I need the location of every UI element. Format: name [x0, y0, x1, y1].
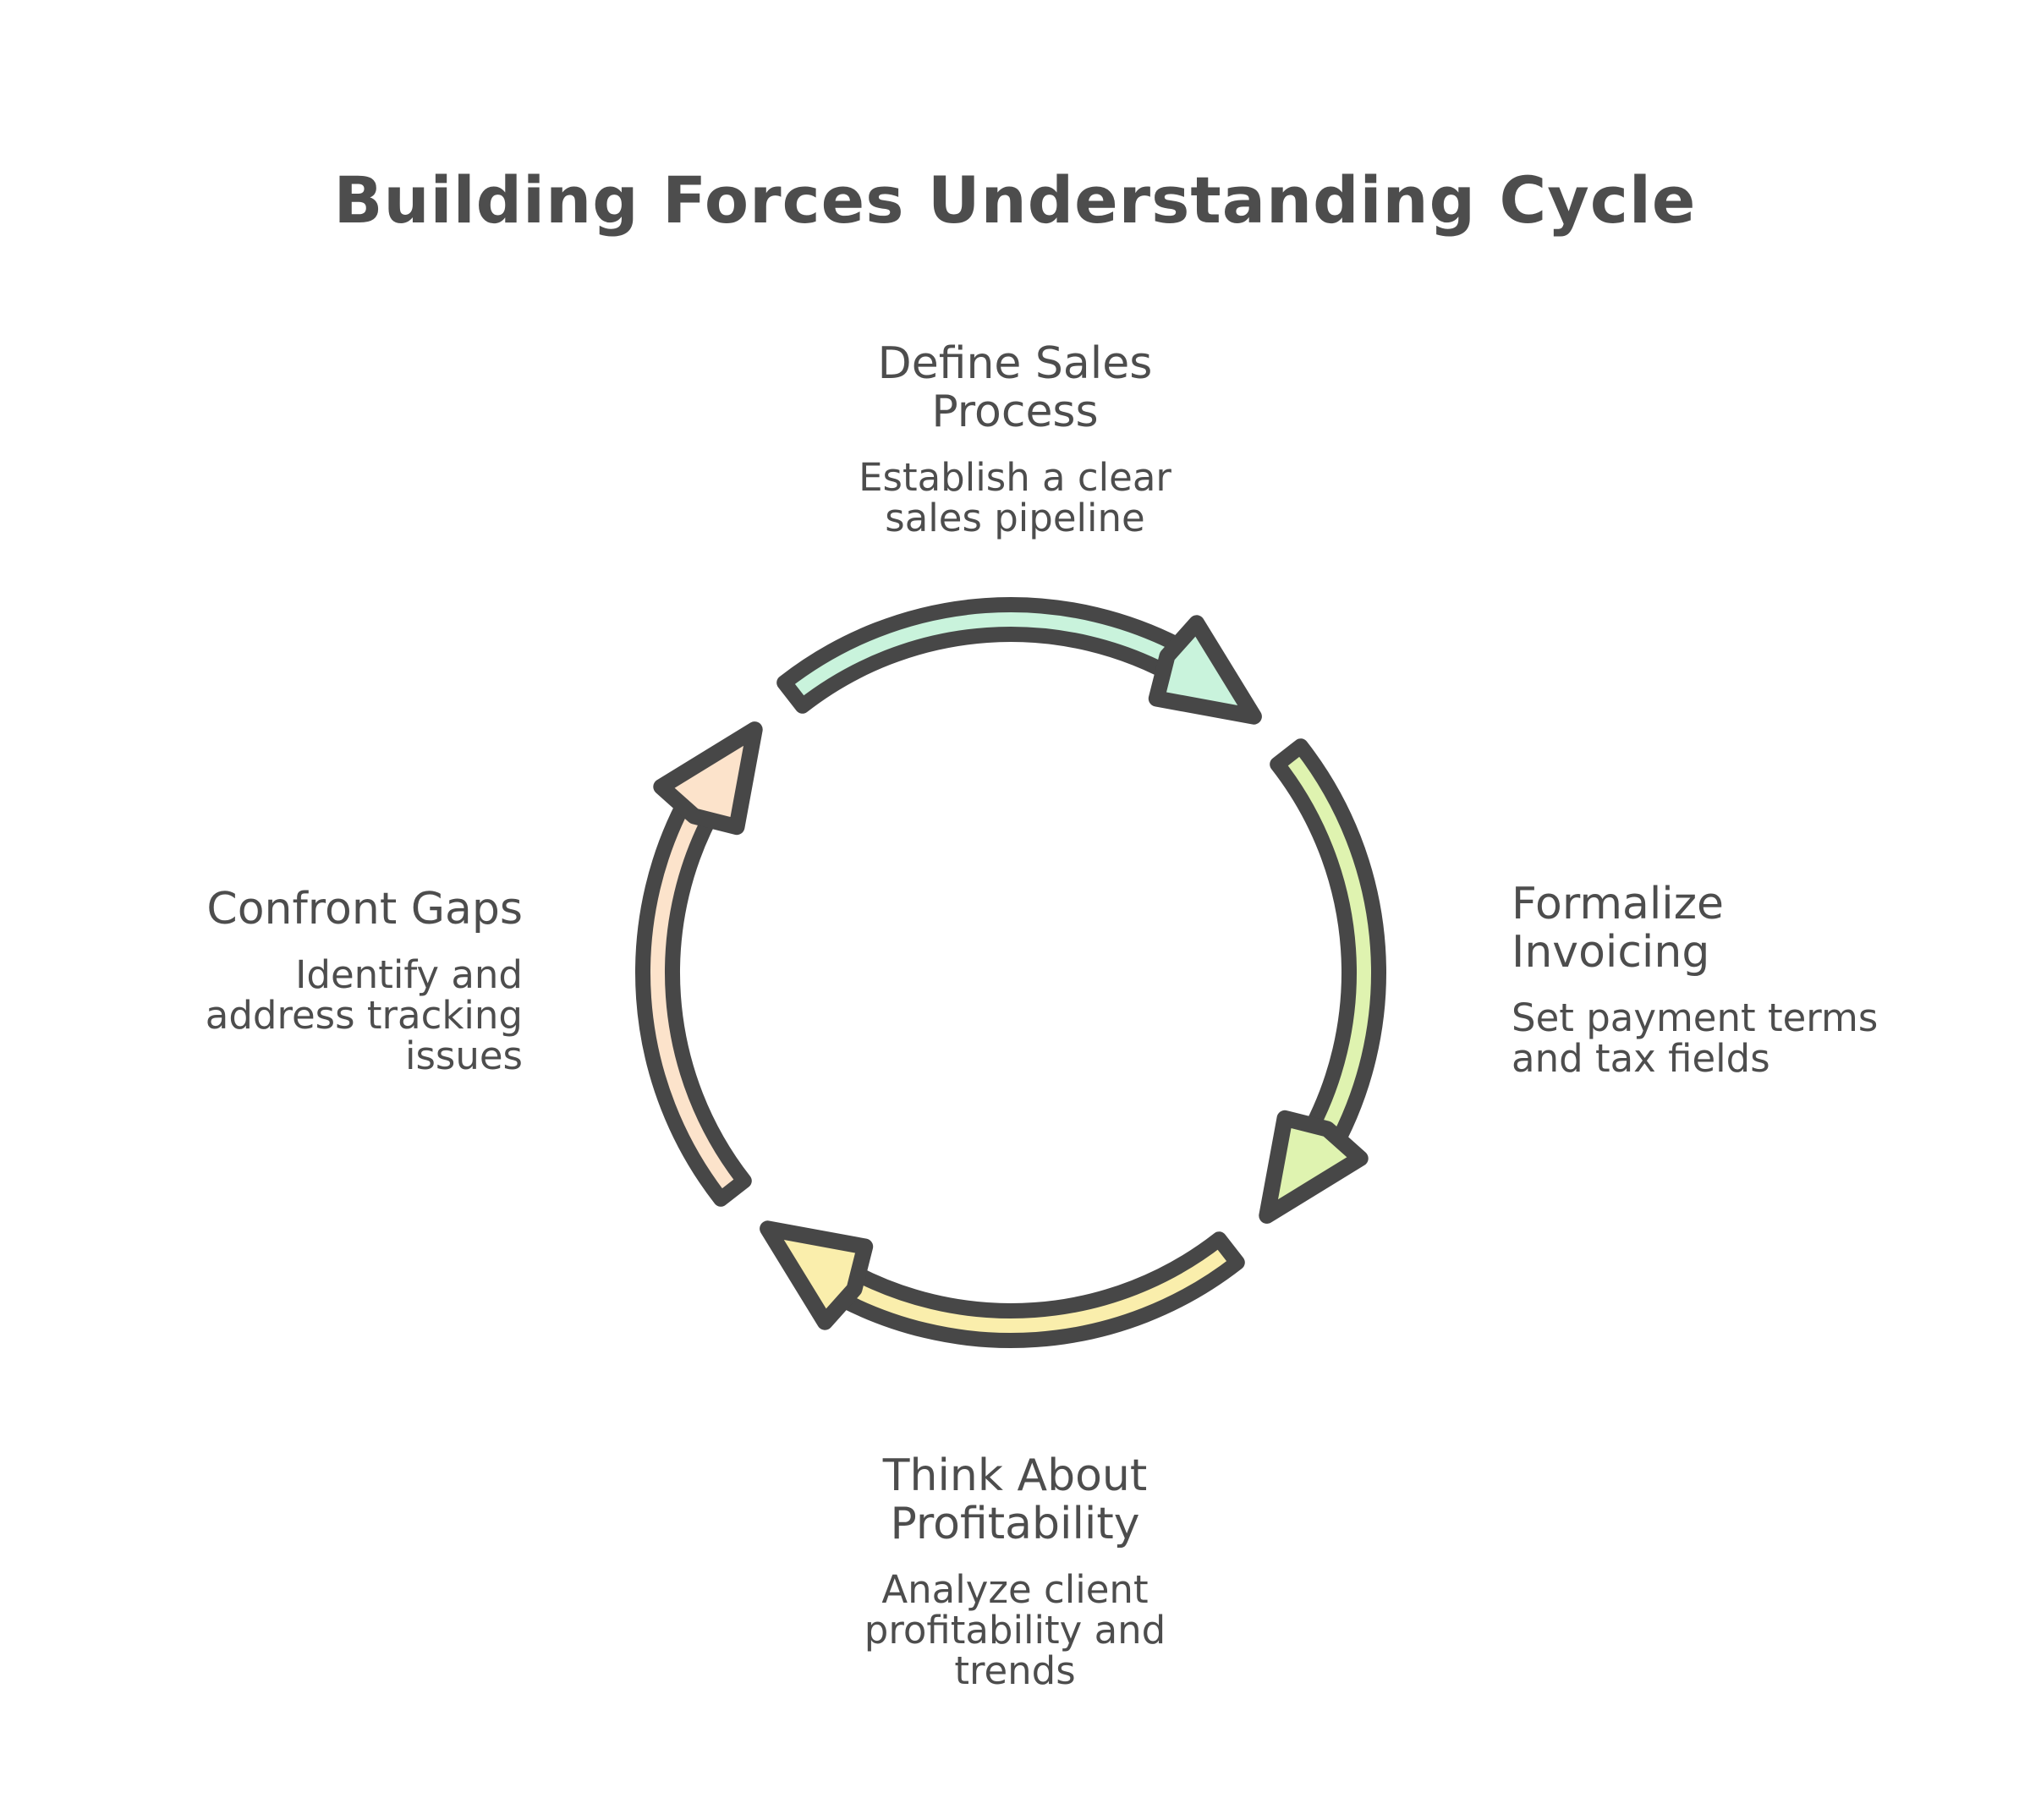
arc-right-arrowhead-icon [1259, 1110, 1369, 1224]
arc-bottom-arrowhead-icon [760, 1220, 874, 1330]
arc-bottom-band [819, 1231, 1245, 1348]
node-define-sales-process-subtitle: Establish a clear sales pipeline [859, 455, 1171, 540]
node-confront-gaps-subtitle: Identify and address tracking issues [205, 952, 523, 1078]
arc-left-band [635, 781, 752, 1207]
arc-top-arrowhead-icon [1148, 615, 1262, 725]
arc-left-arrowhead-icon [653, 721, 763, 836]
arc-top-band [776, 597, 1203, 714]
node-confront-gaps-title: Confront Gaps [206, 884, 523, 935]
node-formalize-invoicing-title: Formalize Invoicing [1512, 879, 1725, 978]
arrow-formalize-invoicing [1259, 738, 1386, 1224]
node-define-sales-process-title: Define Sales Process [877, 338, 1153, 437]
arrow-think-about-profitability [760, 1220, 1245, 1348]
arc-right-band [1270, 738, 1386, 1165]
page-title: Building Forces Understanding Cycle [333, 162, 1697, 238]
node-confront-gaps: Confront Gaps Identify and address track… [91, 869, 523, 1093]
node-think-about-profitability-title: Think About Profitability [882, 1450, 1148, 1549]
node-think-about-profitability-subtitle: Analyze client profitability and trends [864, 1567, 1166, 1693]
node-define-sales-process: Define Sales Process Establish a clear s… [719, 324, 1311, 555]
arrow-confront-gaps [635, 721, 763, 1207]
node-formalize-invoicing-subtitle: Set payment terms and tax fields [1512, 995, 1879, 1081]
node-formalize-invoicing: Formalize Invoicing Set payment terms an… [1512, 864, 2002, 1095]
arrow-define-sales-process [776, 597, 1262, 725]
node-think-about-profitability: Think About Profitability Analyze client… [719, 1436, 1311, 1708]
